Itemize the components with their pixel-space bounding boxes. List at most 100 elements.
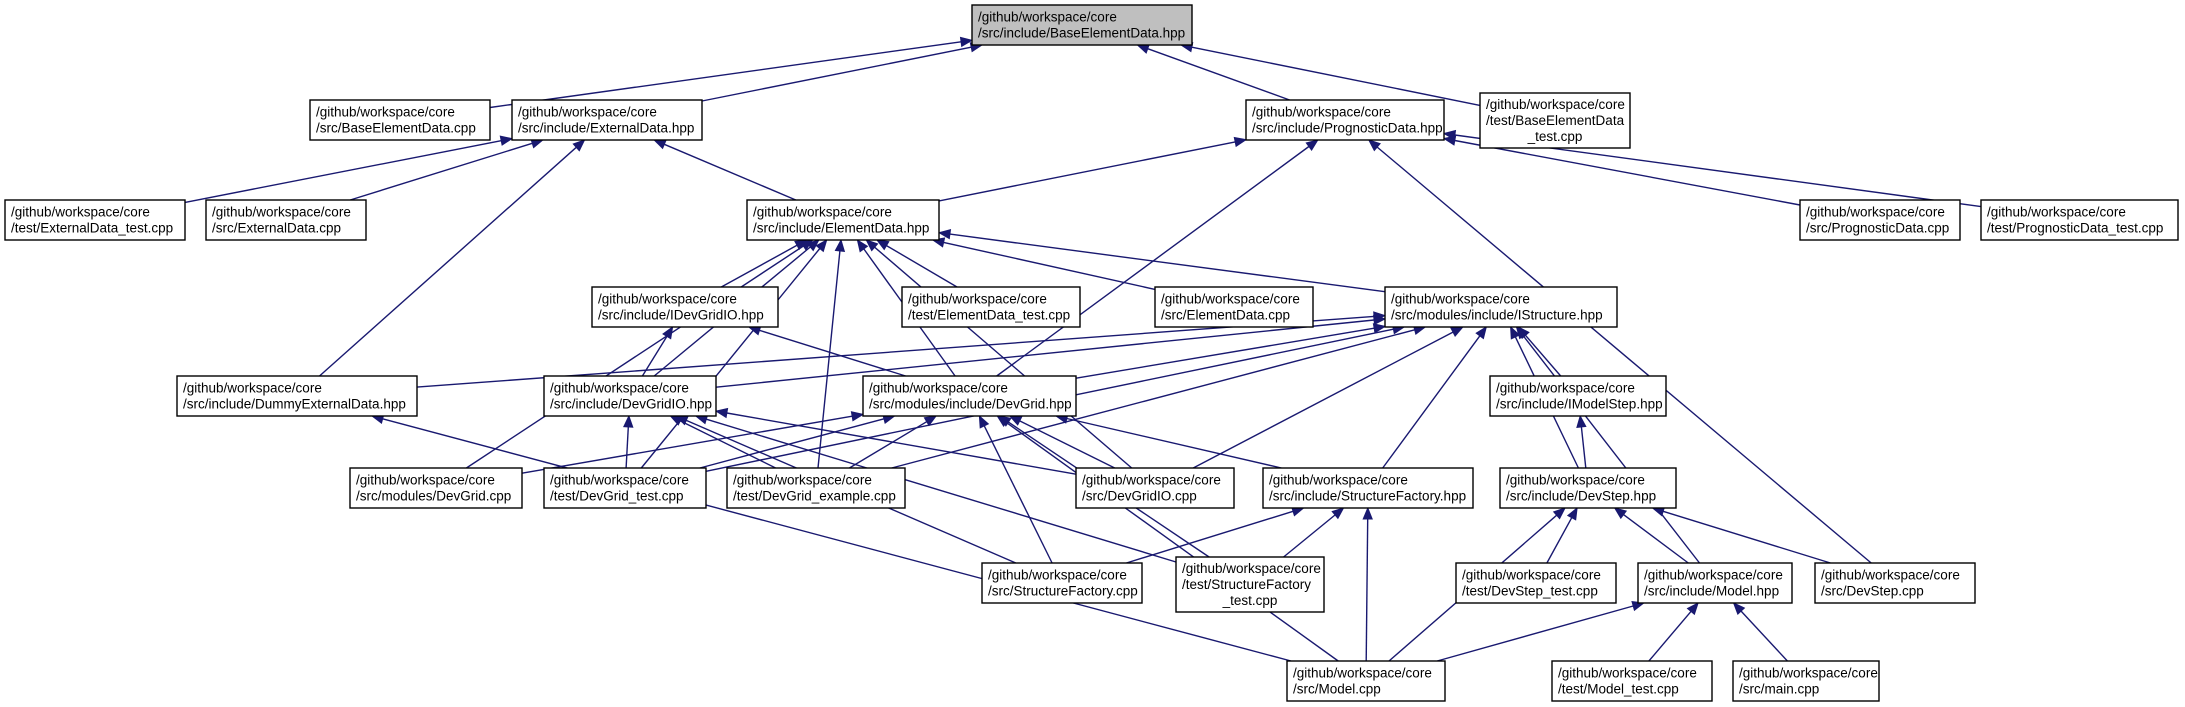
node-label-line: /github/workspace/core: [11, 205, 150, 220]
edge-DevGrid-example-to-ElementData-hpp: [817, 238, 846, 469]
node-PrognosticData-cpp[interactable]: /github/workspace/core/src/PrognosticDat…: [1799, 199, 1961, 241]
edge-BaseElementData-cpp-to-BaseElementData-hpp: [489, 36, 974, 109]
node-StructureFactory-hpp[interactable]: /github/workspace/core/src/include/Struc…: [1262, 467, 1474, 509]
node-ElementData-cpp[interactable]: /github/workspace/core/src/ElementData.c…: [1154, 286, 1314, 328]
node-label-line: /src/modules/DevGrid.cpp: [356, 489, 511, 504]
edge-DevGridIO-cpp-to-DevGridIO-hpp: [714, 407, 1077, 475]
node-label-line: /github/workspace/core: [1161, 292, 1300, 307]
node-box: [1489, 375, 1667, 417]
node-PrognosticData-hpp[interactable]: /github/workspace/core/src/include/Progn…: [1245, 99, 1445, 141]
node-StructureFactory-cpp[interactable]: /github/workspace/core/src/StructureFact…: [981, 562, 1143, 604]
node-DevGrid-hpp[interactable]: /github/workspace/core/src/modules/inclu…: [862, 375, 1077, 417]
edge-Model-hpp-to-IStructure-hpp: [1515, 325, 1701, 564]
node-BaseElementData-cpp[interactable]: /github/workspace/core/src/BaseElementDa…: [309, 99, 491, 141]
edge-StructureFactory-test-to-StructureFactory-hpp: [1283, 507, 1345, 558]
node-ElementData-test[interactable]: /github/workspace/core/test/ElementData_…: [901, 286, 1081, 328]
node-ExternalData-test[interactable]: /github/workspace/core/test/ExternalData…: [4, 199, 186, 241]
node-main-cpp[interactable]: /github/workspace/core/src/main.cpp: [1732, 660, 1880, 702]
node-label-line: /test/ExternalData_test.cpp: [11, 221, 173, 236]
node-ExternalData-hpp[interactable]: /github/workspace/core/src/include/Exter…: [511, 99, 703, 141]
node-DevGrid-cpp[interactable]: /github/workspace/core/src/modules/DevGr…: [349, 467, 523, 509]
arrowhead-icon: [806, 239, 820, 252]
edge-line: [679, 420, 776, 469]
node-BaseElementData-test[interactable]: /github/workspace/core/test/BaseElementD…: [1479, 92, 1631, 149]
node-box: [1980, 199, 2179, 241]
node-DevStep-test[interactable]: /github/workspace/core/test/DevStep_test…: [1455, 562, 1617, 604]
node-box: [1286, 660, 1446, 702]
node-label-line: /test/DevGrid_example.cpp: [733, 489, 896, 504]
node-IModelStep-hpp[interactable]: /github/workspace/core/src/include/IMode…: [1489, 375, 1667, 417]
edge-line: [1648, 610, 1692, 662]
node-DevGrid-example[interactable]: /github/workspace/core/test/DevGrid_exam…: [726, 467, 906, 509]
node-ExternalData-cpp[interactable]: /github/workspace/core/src/ExternalData.…: [205, 199, 367, 241]
edge-ElementData-test-to-ElementData-hpp: [875, 239, 958, 288]
node-label-line: /github/workspace/core: [356, 473, 495, 488]
node-StructureFactory-test[interactable]: /github/workspace/core/test/StructureFac…: [1175, 556, 1325, 613]
edge-line: [640, 248, 821, 469]
node-DevStep-hpp[interactable]: /github/workspace/core/src/include/DevSt…: [1499, 467, 1677, 509]
edge-DevStep-hpp-to-IModelStep-hpp: [1576, 414, 1587, 469]
arrowhead-icon: [1576, 414, 1587, 428]
edge-line: [1283, 514, 1336, 558]
edge-line: [1019, 420, 1116, 469]
edge-ExternalData-test-to-ExternalData-hpp: [184, 135, 514, 204]
node-DevGrid-test[interactable]: /github/workspace/core/test/DevGrid_test…: [543, 467, 707, 509]
node-label-line: /github/workspace/core: [518, 105, 657, 120]
edge-DevGrid-cpp-to-ElementData-hpp: [466, 239, 814, 469]
node-Model-hpp[interactable]: /github/workspace/core/src/include/Model…: [1637, 562, 1793, 604]
edge-line: [817, 250, 841, 469]
arrowhead-icon: [1475, 325, 1488, 340]
node-label-line: /github/workspace/core: [1821, 568, 1960, 583]
node-label-line: /github/workspace/core: [1506, 473, 1645, 488]
node-label-line: /src/include/BaseElementData.hpp: [978, 26, 1185, 41]
edge-Model-hpp-to-DevStep-hpp: [1613, 507, 1689, 564]
node-label-line: /src/modules/include/DevGrid.hpp: [869, 397, 1072, 412]
edge-ElementData-hpp-to-PrognosticData-hpp: [938, 136, 1248, 202]
arrowhead-icon: [937, 229, 952, 240]
arrowhead-icon: [1367, 139, 1381, 152]
node-box: [176, 375, 418, 417]
node-box: [1732, 660, 1880, 702]
edge-line: [849, 421, 928, 469]
node-label-line: /github/workspace/core: [869, 381, 1008, 396]
node-label-line: /test/DevGrid_test.cpp: [550, 489, 684, 504]
node-box: [1245, 99, 1445, 141]
edge-line: [706, 418, 1177, 563]
node-label-line: _test.cpp: [1527, 129, 1583, 144]
node-BaseElementData-hpp[interactable]: /github/workspace/core/src/include/BaseE…: [971, 4, 1193, 46]
edge-line: [1454, 139, 1801, 206]
node-label-line: /github/workspace/core: [1987, 205, 2126, 220]
node-DevGridIO-hpp[interactable]: /github/workspace/core/src/include/DevGr…: [543, 375, 717, 417]
edge-line: [938, 141, 1236, 202]
edge-StructureFactory-test-to-DevGridIO-hpp: [694, 414, 1177, 563]
node-DevStep-cpp[interactable]: /github/workspace/core/src/DevStep.cpp: [1814, 562, 1976, 604]
node-ElementData-hpp[interactable]: /github/workspace/core/src/include/Eleme…: [746, 199, 940, 241]
node-label-line: /src/include/IModelStep.hpp: [1496, 397, 1663, 412]
arrowhead-icon: [1515, 325, 1528, 340]
node-label-line: /src/include/ExternalData.hpp: [518, 121, 694, 136]
edge-line: [1126, 510, 1294, 564]
node-Model-test[interactable]: /github/workspace/core/test/Model_test.c…: [1551, 660, 1713, 702]
node-IDevGridIO-hpp[interactable]: /github/workspace/core/src/include/IDevG…: [591, 286, 779, 328]
arrowhead-icon: [662, 325, 674, 340]
edge-DevGrid-cpp-to-DevGrid-hpp: [521, 411, 865, 474]
node-DummyExternalData-hpp[interactable]: /github/workspace/core/src/include/Dummy…: [176, 375, 418, 417]
node-label-line: /src/include/DevGridIO.hpp: [550, 397, 712, 412]
node-label-line: /src/include/DummyExternalData.hpp: [183, 397, 406, 412]
edge-line: [1376, 146, 1872, 564]
node-DevGridIO-cpp[interactable]: /github/workspace/core/src/DevGridIO.cpp: [1075, 467, 1235, 509]
node-box: [862, 375, 1077, 417]
arrowhead-icon: [1732, 602, 1746, 615]
node-box: [543, 375, 717, 417]
edge-line: [759, 329, 906, 377]
node-label-line: /src/StructureFactory.cpp: [988, 584, 1138, 599]
node-box: [901, 286, 1081, 328]
node-PrognosticData-test[interactable]: /github/workspace/core/test/PrognosticDa…: [1980, 199, 2179, 241]
node-box: [543, 467, 707, 509]
edge-line: [1365, 518, 1369, 662]
node-IStructure-hpp[interactable]: /github/workspace/core/src/modules/inclu…: [1384, 286, 1618, 328]
node-label-line: /src/include/IDevGridIO.hpp: [598, 308, 764, 323]
node-Model-cpp[interactable]: /github/workspace/core/src/Model.cpp: [1286, 660, 1446, 702]
edge-line: [466, 245, 804, 469]
node-box: [4, 199, 186, 241]
